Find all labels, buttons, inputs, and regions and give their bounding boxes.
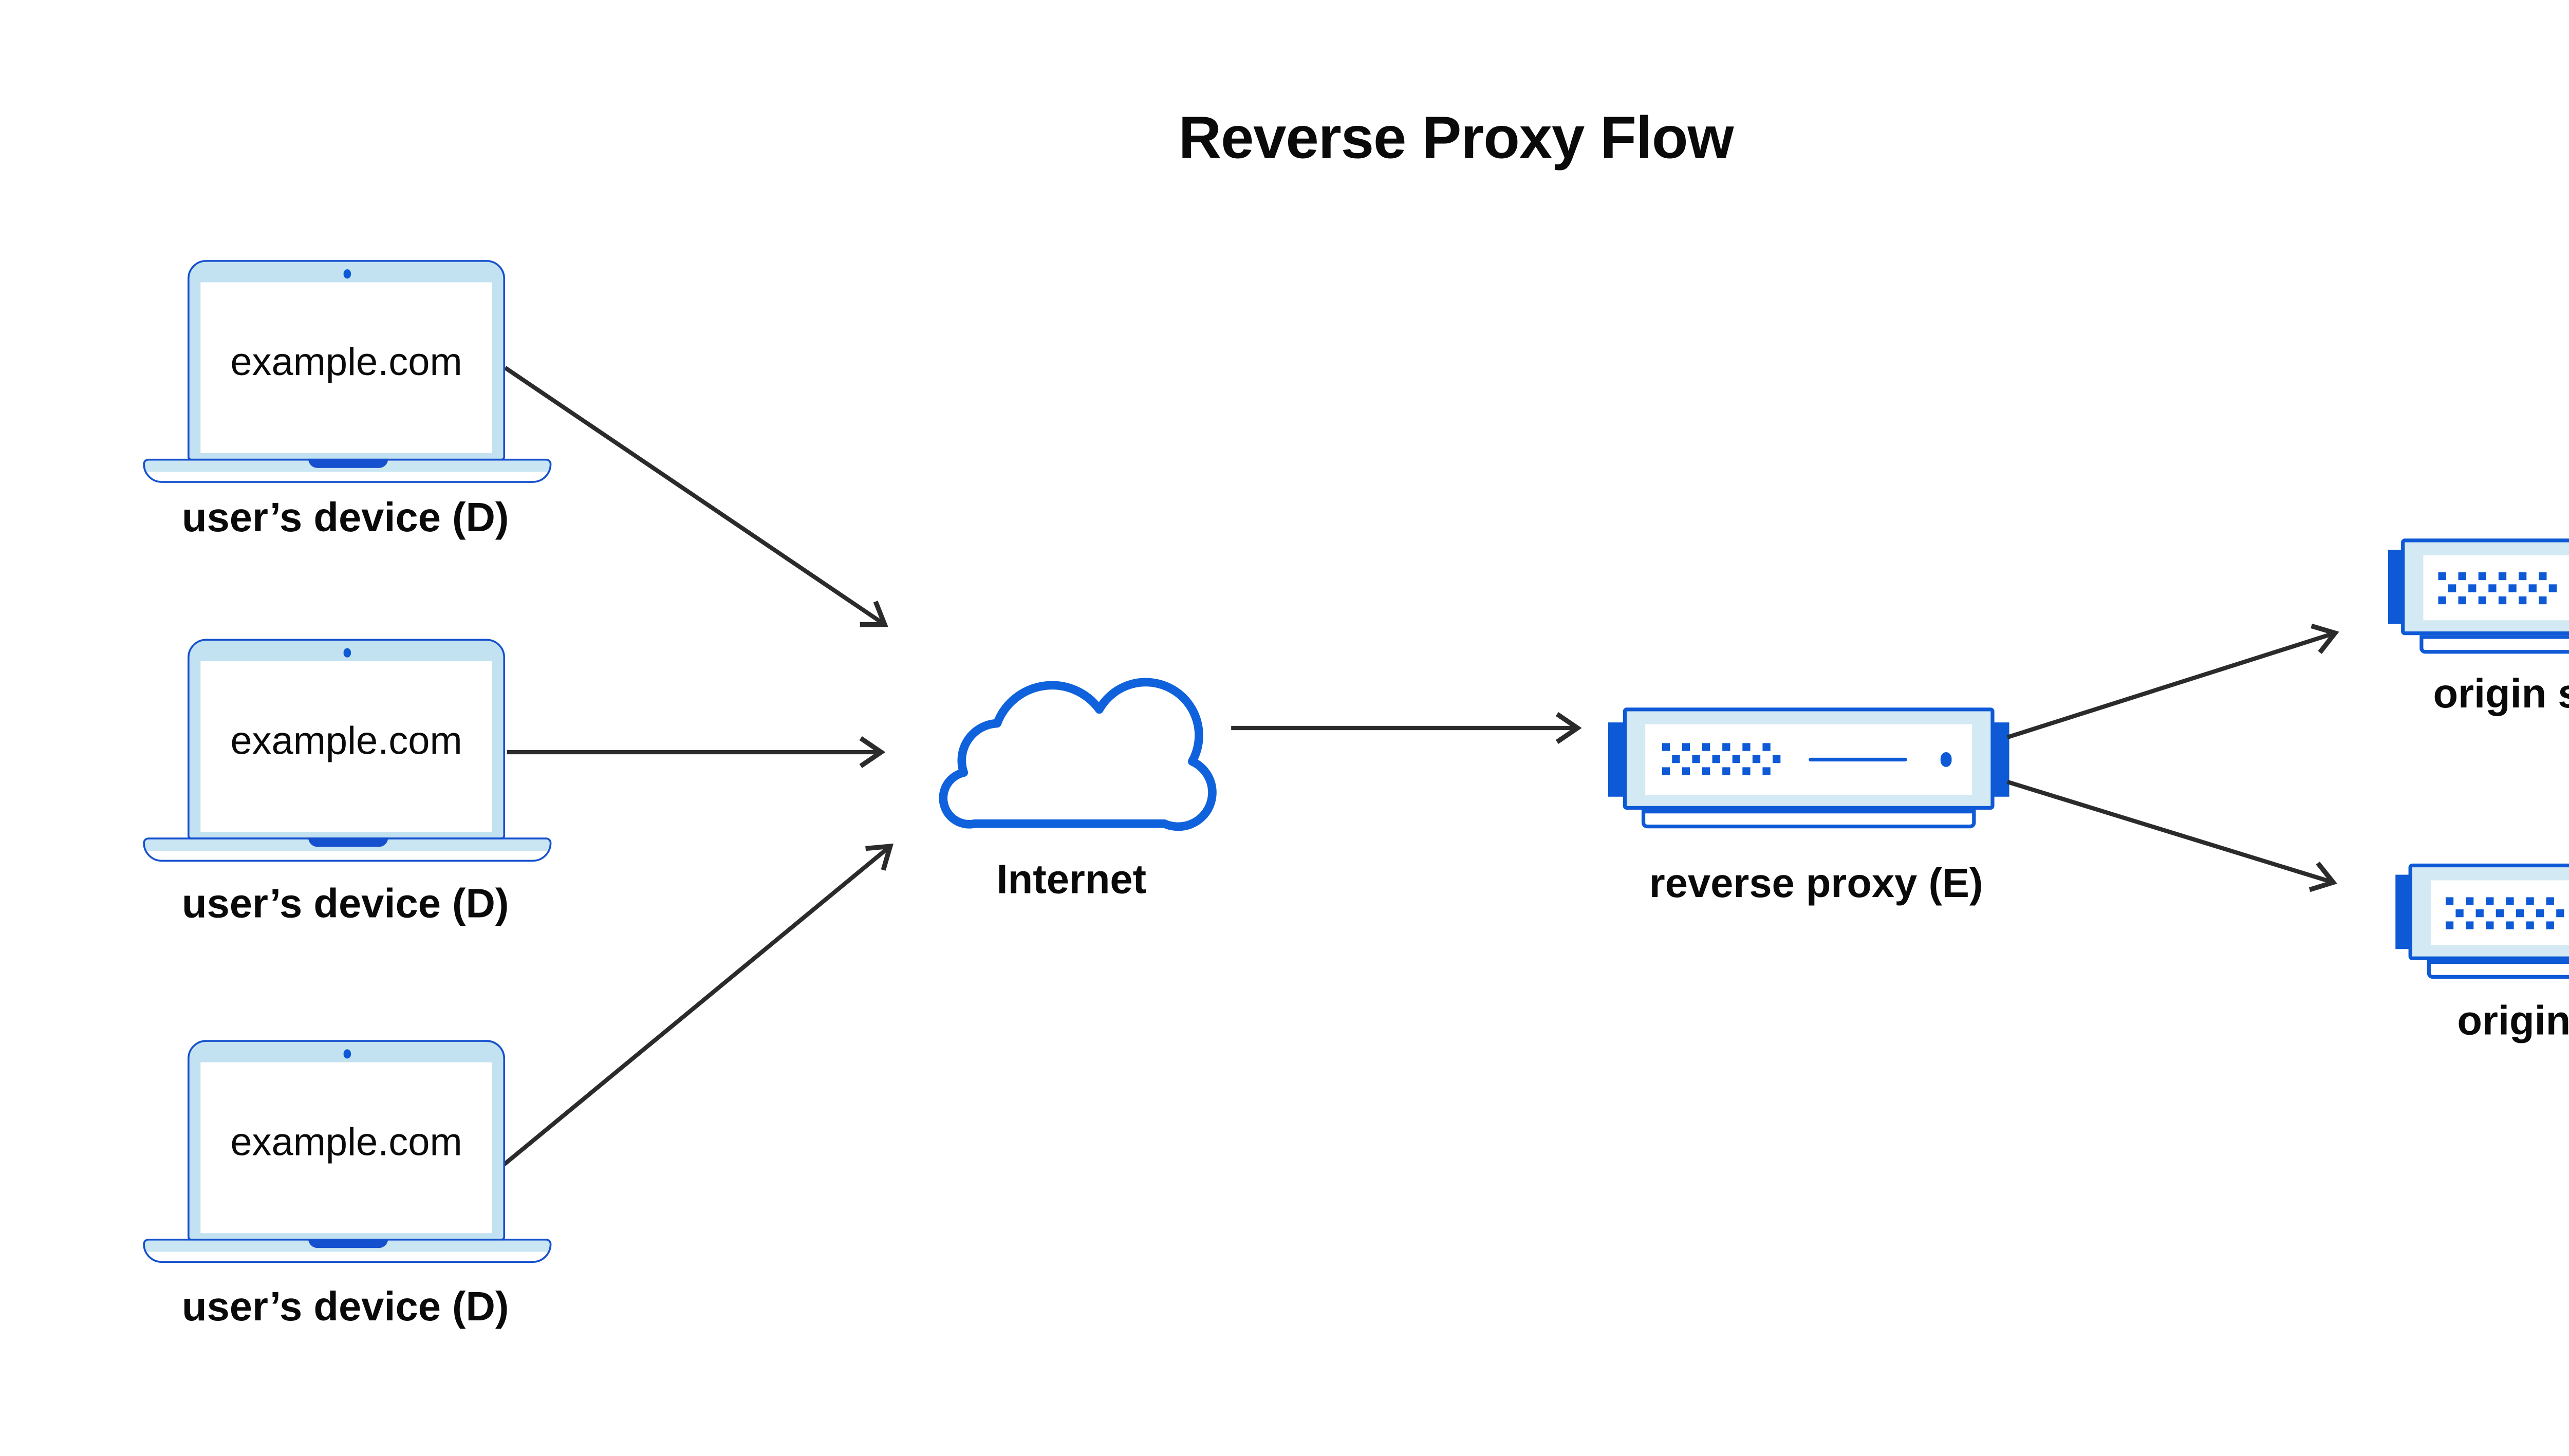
- origin-server-1-label: origin server (F): [2433, 670, 2569, 717]
- server-slot-line: [1809, 757, 1907, 762]
- laptop-lid: example.com: [188, 260, 506, 461]
- laptop-lid: example.com: [188, 639, 506, 839]
- server-dot-matrix-icon: [2446, 896, 2565, 928]
- laptop-camera-dot-icon: [342, 269, 350, 278]
- server-tray: [2427, 960, 2569, 979]
- origin-server-2-icon: [2395, 863, 2569, 981]
- server-side-tab-right: [1992, 721, 2009, 797]
- laptop-icon-device-1: example.com: [143, 260, 552, 487]
- internet-cloud-icon: [939, 678, 1217, 831]
- laptop-screen: example.com: [200, 281, 492, 454]
- server-front-panel: [2423, 555, 2569, 621]
- server-dot-matrix-icon: [1661, 743, 1780, 775]
- server-front-panel: [1645, 724, 1972, 795]
- reverse-proxy-label: reverse proxy (E): [1649, 860, 1983, 907]
- laptop-hinge-notch: [307, 458, 387, 468]
- server-side-tab-left: [2395, 874, 2411, 949]
- server-side-tab-left: [2388, 549, 2403, 624]
- browser-url-text: example.com: [230, 342, 462, 385]
- origin-server-1-icon: [2388, 538, 2569, 656]
- server-dot-matrix-icon: [2438, 571, 2558, 604]
- server-power-dot-icon: [1941, 752, 1953, 767]
- browser-url-text: example.com: [230, 721, 462, 764]
- laptop-hinge-notch: [307, 1239, 387, 1247]
- reverse-proxy-icon: [1608, 707, 2009, 830]
- server-front-panel: [2430, 880, 2569, 945]
- laptop-screen: example.com: [200, 1061, 492, 1234]
- diagram-title: Reverse Proxy Flow: [1178, 104, 1734, 171]
- arrow-proxy-to-origin1: [2006, 623, 2339, 740]
- origin-server-2-label: origin server (F): [2457, 997, 2569, 1044]
- server-body: [1623, 707, 1995, 810]
- server-body: [2401, 538, 2569, 636]
- laptop-hinge-notch: [307, 837, 387, 846]
- server-body: [2408, 863, 2569, 960]
- laptop-camera-dot-icon: [342, 648, 350, 657]
- server-tray: [2419, 635, 2569, 654]
- device-3-label: user’s device (D): [182, 1283, 509, 1330]
- server-side-tab-left: [1608, 721, 1625, 797]
- device-1-label: user’s device (D): [182, 494, 509, 540]
- browser-url-text: example.com: [230, 1122, 462, 1165]
- laptop-icon-device-2: example.com: [143, 639, 552, 865]
- server-tray: [1641, 810, 1976, 829]
- device-2-label: user’s device (D): [182, 880, 509, 927]
- internet-label: Internet: [996, 856, 1147, 903]
- laptop-screen: example.com: [200, 660, 492, 832]
- laptop-camera-dot-icon: [342, 1049, 350, 1058]
- laptop-lid: example.com: [188, 1040, 506, 1241]
- laptop-icon-device-3: example.com: [143, 1040, 552, 1266]
